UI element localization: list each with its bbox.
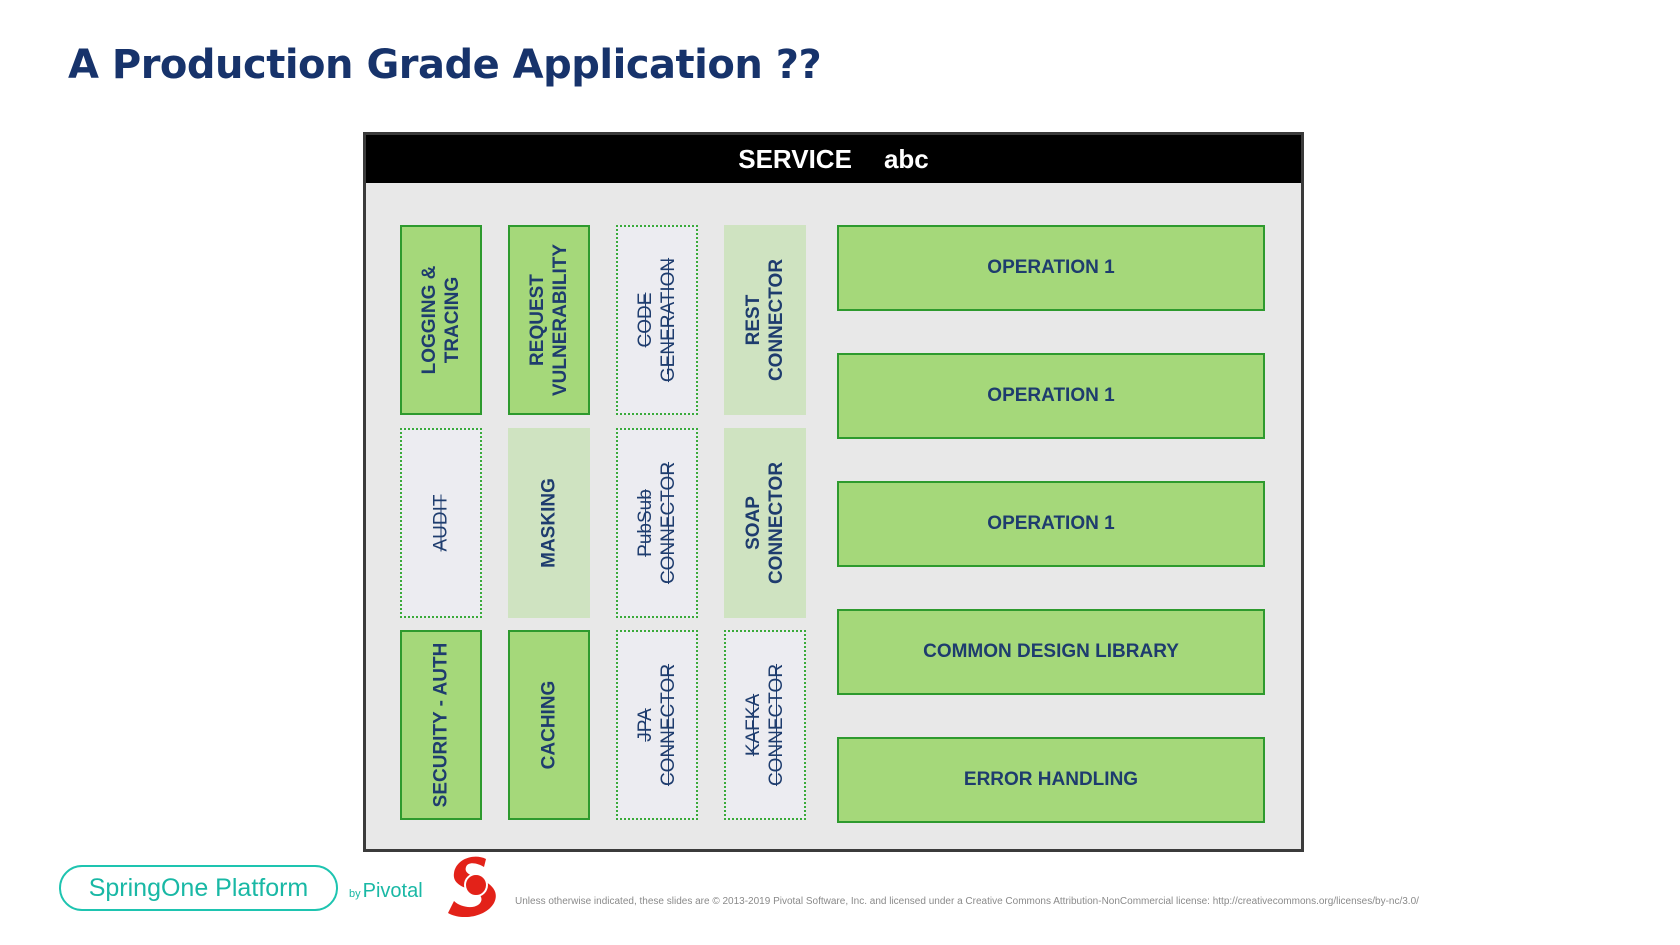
red-s-logo-icon (448, 856, 496, 917)
capability-block: MASKING (508, 428, 590, 618)
operation-label: ERROR HANDLING (963, 769, 1139, 790)
operation-block: OPERATION 1 (837, 225, 1265, 311)
capability-label: LOGGING &TRACING (419, 265, 463, 375)
capability-block: AUDIT (400, 428, 482, 618)
service-label: SERVICE (738, 143, 852, 174)
capability-block: CACHING (508, 630, 590, 820)
operation-block: ERROR HANDLING (837, 737, 1265, 823)
by-label: by (349, 888, 361, 900)
capability-block: SECURITY - AUTH (400, 630, 482, 820)
operation-label: OPERATION 1 (987, 513, 1115, 534)
capability-label: SECURITY - AUTH (430, 642, 452, 808)
service-frame: SERVICE abc LOGGING &TRACING AUDIT SECURIT… (363, 132, 1304, 852)
slide-title: A Production Grade Application ?? (68, 42, 822, 88)
operation-block: OPERATION 1 (837, 353, 1265, 439)
service-header: SERVICE abc (366, 135, 1301, 183)
license-text: Unless otherwise indicated, these slides… (515, 896, 1419, 907)
operation-block: OPERATION 1 (837, 481, 1265, 567)
operation-block: COMMON DESIGN LIBRARY (837, 609, 1265, 695)
service-name: abc (883, 143, 929, 174)
operation-label: OPERATION 1 (987, 257, 1115, 278)
capability-label: AUDIT (430, 494, 452, 552)
capability-label: CACHING (538, 680, 560, 770)
company-name: Pivotal (362, 880, 423, 902)
operation-label: COMMON DESIGN LIBRARY (923, 641, 1179, 662)
springone-platform-logo: SpringOne Platform (59, 865, 338, 911)
capability-label: MASKING (538, 478, 560, 568)
brand-name: SpringOne Platform (88, 873, 309, 902)
capability-block: LOGGING &TRACING (400, 225, 482, 415)
operation-label: OPERATION 1 (987, 385, 1115, 406)
